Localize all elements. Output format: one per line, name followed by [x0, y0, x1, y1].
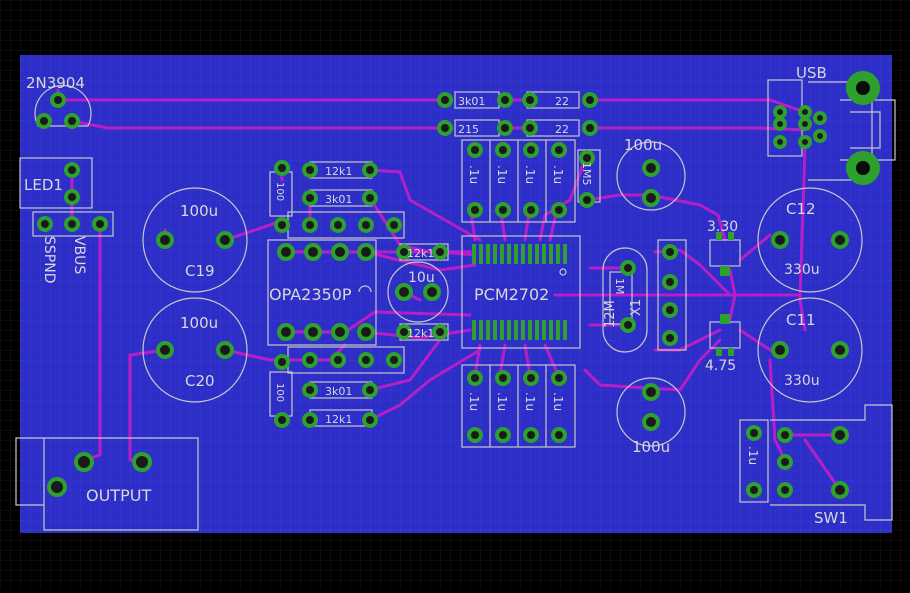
crystal-ref-label: X1 — [629, 299, 644, 316]
res-100-a-label: 100 — [274, 182, 285, 201]
cap-1u-sw-label: .1u — [746, 446, 760, 465]
res-22a-label: 22 — [555, 95, 569, 108]
res-1m-label: 1M — [613, 278, 626, 295]
res-1m5-label: 1M5 — [580, 162, 593, 186]
res-100-b-label: 100 — [274, 383, 285, 402]
cap-1u-8-label: .1u — [551, 392, 565, 411]
reg-330-label: 3.30 — [707, 219, 738, 235]
res-3k01-top-label: 3k01 — [458, 95, 485, 108]
res-12k1-b-label: 12k1 — [407, 247, 434, 260]
res-12k1-a-label: 12k1 — [325, 165, 352, 178]
res-12k1-d-label: 12k1 — [325, 413, 352, 426]
c19-value: 100u — [180, 202, 218, 220]
cap-100u-bot-label: 100u — [632, 438, 670, 456]
res-22b-label: 22 — [555, 123, 569, 136]
usb-label: USB — [796, 64, 827, 82]
transistor-label: 2N3904 — [26, 74, 85, 92]
c11-value: 330u — [784, 373, 820, 389]
cap-1u-4-label: .1u — [551, 165, 565, 184]
res-3k01-b-label: 3k01 — [325, 193, 352, 206]
c12-value: 330u — [784, 262, 820, 278]
led-label: LED1 — [24, 176, 63, 194]
pads — [36, 71, 880, 499]
c19-label: C19 — [185, 262, 215, 280]
vbus-label: VBUS — [71, 236, 87, 274]
opamp-label: OPA2350P — [269, 285, 352, 304]
cap-10u-label: 10u — [408, 270, 435, 286]
transistor-outline — [34, 84, 92, 127]
cap-1u-3-label: .1u — [523, 165, 537, 184]
c11-label: C11 — [786, 311, 816, 329]
sw1-label: SW1 — [814, 509, 848, 527]
cap-1u-2-label: .1u — [495, 165, 509, 184]
res-215-label: 215 — [458, 123, 479, 136]
c12-label: C12 — [786, 200, 816, 218]
res-12k1-c-label: 12k1 — [407, 327, 434, 340]
output-label: OUTPUT — [86, 486, 151, 505]
res-3k01-c-label: 3k01 — [325, 385, 352, 398]
dac-label: PCM2702 — [474, 285, 549, 304]
cap-100u-top-label: 100u — [624, 136, 662, 154]
cap-1u-1-label: .1u — [467, 165, 481, 184]
sspnd-label: SSPND — [41, 236, 57, 283]
cap-1u-7-label: .1u — [523, 392, 537, 411]
c20-label: C20 — [185, 372, 215, 390]
cap-1u-5-label: .1u — [467, 392, 481, 411]
cap-1u-6-label: .1u — [495, 392, 509, 411]
c20-value: 100u — [180, 314, 218, 332]
reg-475-label: 4.75 — [705, 358, 736, 374]
crystal-value-label: 12M — [603, 300, 618, 328]
